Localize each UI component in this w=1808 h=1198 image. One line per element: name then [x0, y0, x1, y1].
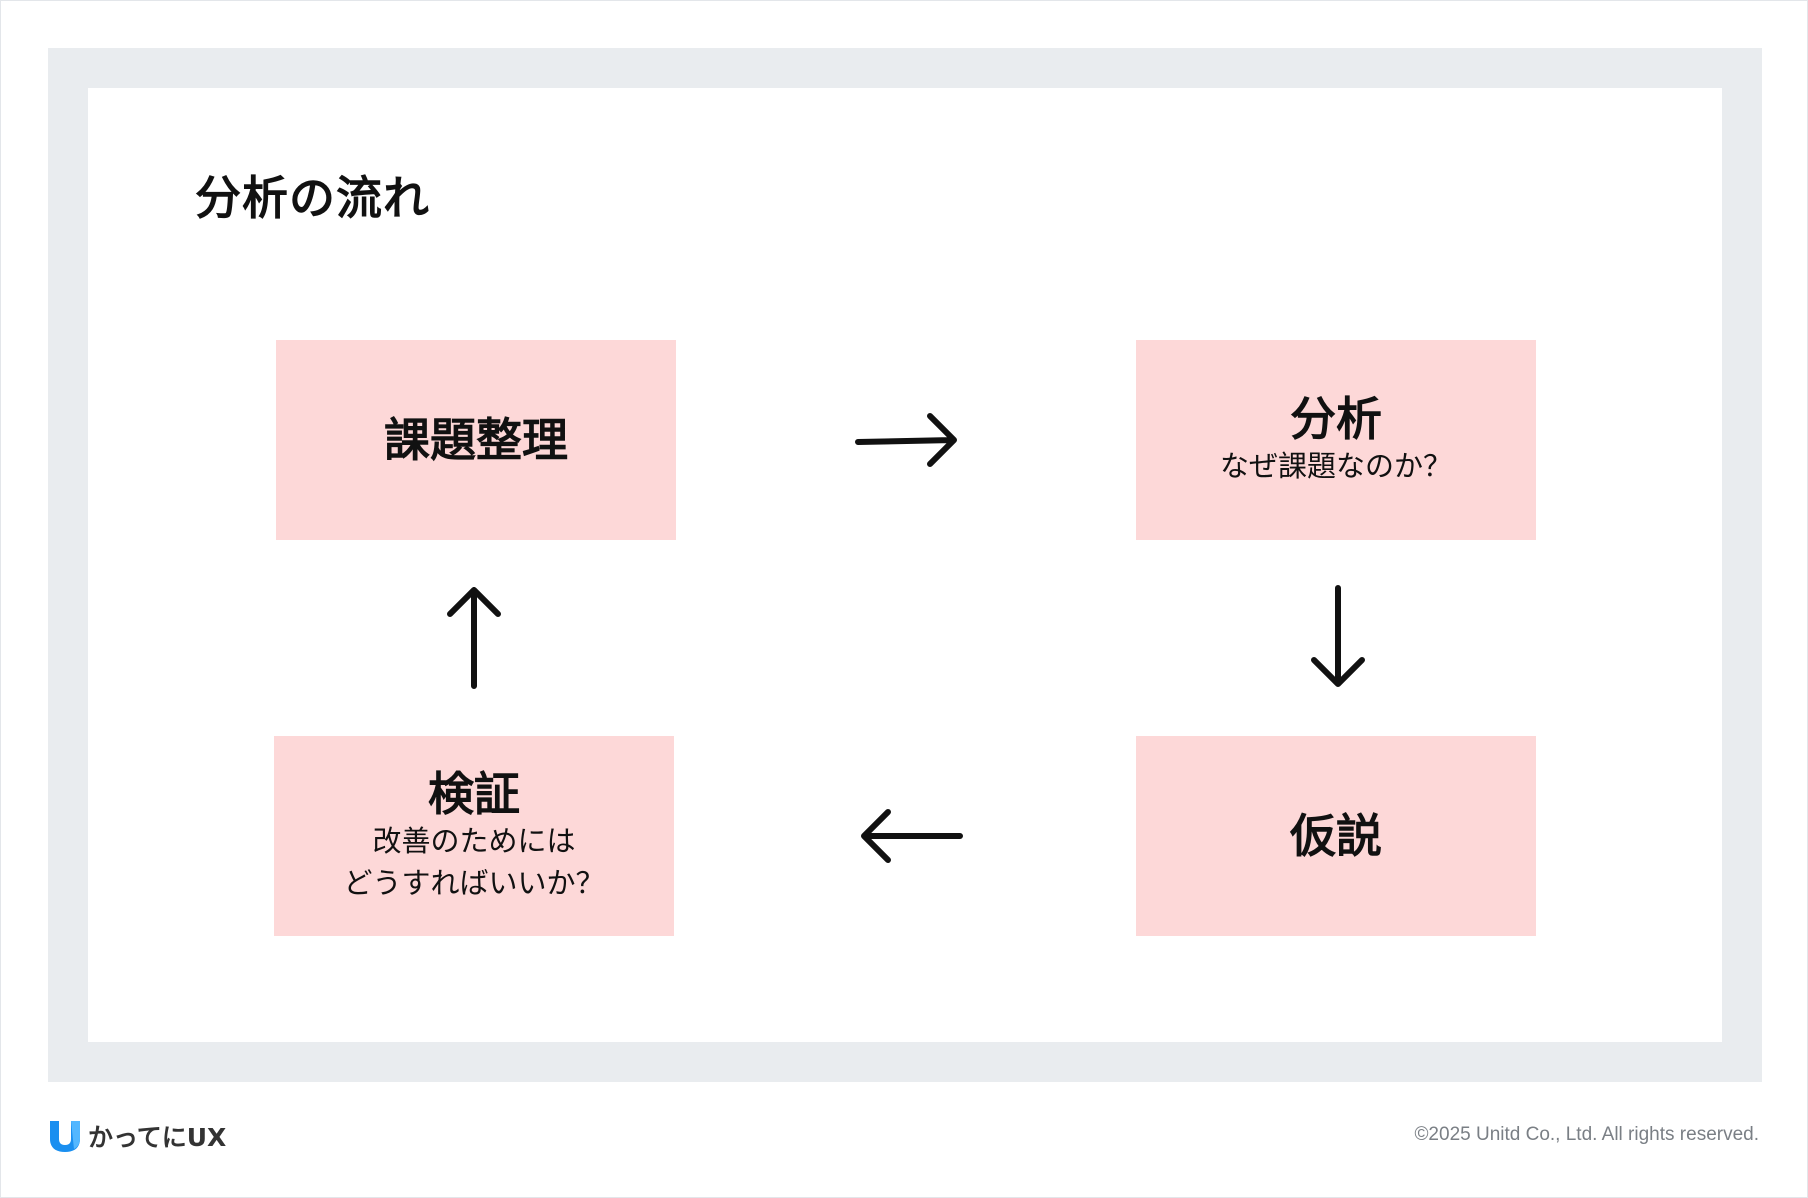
- box-kensho-subtitle-line1: 改善のためには: [372, 824, 576, 859]
- arrow-left-icon: [861, 809, 963, 863]
- box-bunseki-title: 分析: [1290, 391, 1382, 446]
- brand-logo: かってにUX: [48, 1118, 226, 1154]
- box-bunseki: 分析 なぜ課題なのか？: [1136, 340, 1536, 540]
- slide-title: 分析の流れ: [195, 171, 430, 225]
- box-bunseki-subtitle: なぜ課題なのか？: [1219, 449, 1452, 484]
- copyright-text: ©2025 Unitd Co., Ltd. All rights reserve…: [1414, 1124, 1759, 1145]
- box-kadai-seiri: 課題整理: [276, 340, 676, 540]
- box-kasetsu-title: 仮説: [1290, 808, 1382, 863]
- box-kasetsu: 仮説: [1136, 736, 1536, 936]
- box-kadai-seiri-title: 課題整理: [384, 412, 568, 467]
- slide: 分析の流れ 課題整理 分析 なぜ課題なのか？ 仮説 検証 改善のためには どうす…: [88, 88, 1722, 1042]
- brand-name: かってにUX: [88, 1123, 227, 1152]
- box-kensho-subtitle-line2: どうすればいいか？: [343, 866, 605, 901]
- box-kensho: 検証 改善のためには どうすればいいか？: [274, 736, 674, 936]
- box-kensho-title: 検証: [428, 766, 520, 821]
- arrow-down-icon: [1311, 585, 1365, 687]
- unitd-logo-icon: [50, 1121, 80, 1152]
- arrow-right-icon: [855, 413, 957, 467]
- arrow-up-icon: [447, 587, 501, 689]
